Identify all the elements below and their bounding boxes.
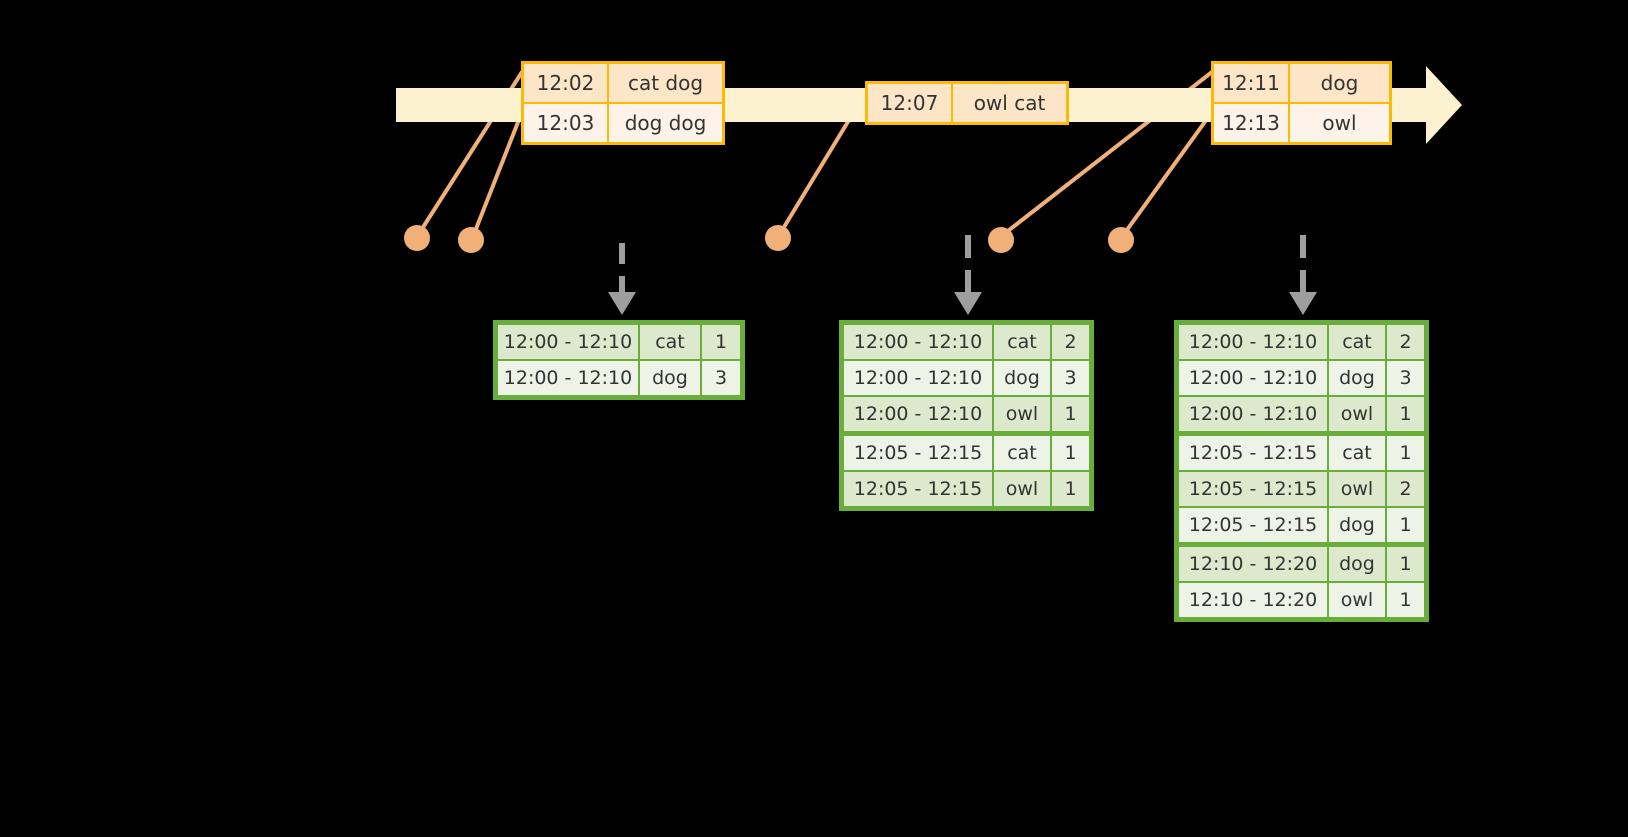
event-words: owl cat [953, 84, 1066, 122]
event-time: 12:11 [1214, 64, 1290, 102]
event-row: 12:02 cat dog [524, 64, 722, 102]
event-marker-5 [1108, 227, 1134, 253]
event-words: owl [1290, 104, 1389, 142]
event-row: 12:03 dog dog [524, 102, 722, 142]
event-time: 12:07 [868, 84, 953, 122]
key-cell: cat [640, 325, 700, 359]
count-cell: 3 [1387, 361, 1424, 395]
event-time: 12:02 [524, 64, 609, 102]
window-cell: 12:00 - 12:10 [498, 325, 638, 359]
window-cell: 12:10 - 12:20 [1179, 547, 1327, 581]
event-marker-4 [988, 227, 1014, 253]
window-cell: 12:00 - 12:10 [1179, 325, 1327, 359]
count-cell: 3 [702, 361, 740, 395]
event-box-1: 12:02 cat dog 12:03 dog dog [521, 61, 725, 145]
key-cell: owl [1329, 472, 1385, 506]
key-cell: dog [994, 361, 1050, 395]
key-cell: dog [1329, 361, 1385, 395]
window-cell: 12:00 - 12:10 [844, 325, 992, 359]
key-cell: owl [994, 397, 1050, 431]
event-marker-3 [765, 225, 791, 251]
count-cell: 1 [1052, 397, 1089, 431]
event-row: 12:11 dog [1214, 64, 1389, 102]
window-cell: 12:00 - 12:10 [844, 397, 992, 431]
window-cell: 12:05 - 12:15 [1179, 472, 1327, 506]
dashed-arrow-head-2 [954, 292, 982, 315]
count-cell: 3 [1052, 361, 1089, 395]
event-box-3: 12:11 dog 12:13 owl [1211, 61, 1392, 145]
key-cell: dog [1329, 508, 1385, 542]
connector-line-5 [1122, 110, 1214, 236]
count-cell: 1 [1387, 436, 1424, 470]
key-cell: owl [994, 472, 1050, 506]
event-row: 12:13 owl [1214, 102, 1389, 142]
key-cell: owl [1329, 583, 1385, 617]
event-marker-2 [458, 227, 484, 253]
count-cell: 1 [1387, 547, 1424, 581]
event-time: 12:13 [1214, 104, 1290, 142]
count-cell: 1 [1387, 397, 1424, 431]
event-box-2: 12:07 owl cat [865, 81, 1069, 125]
event-words: dog [1290, 64, 1389, 102]
event-row: 12:07 owl cat [868, 84, 1066, 122]
key-cell: cat [1329, 325, 1385, 359]
timeline-arrow-head [1426, 66, 1462, 144]
dashed-arrow-head-3 [1289, 292, 1317, 315]
count-cell: 2 [1052, 325, 1089, 359]
key-cell: cat [1329, 436, 1385, 470]
window-cell: 12:10 - 12:20 [1179, 583, 1327, 617]
key-cell: owl [1329, 397, 1385, 431]
count-cell: 2 [1387, 325, 1424, 359]
event-words: cat dog [609, 64, 722, 102]
count-cell: 1 [1387, 508, 1424, 542]
event-marker-1 [404, 225, 430, 251]
window-cell: 12:00 - 12:10 [844, 361, 992, 395]
window-cell: 12:05 - 12:15 [844, 472, 992, 506]
window-cell: 12:05 - 12:15 [844, 436, 992, 470]
key-cell: dog [640, 361, 700, 395]
count-cell: 1 [702, 325, 740, 359]
window-cell: 12:05 - 12:15 [1179, 508, 1327, 542]
window-cell: 12:05 - 12:15 [1179, 436, 1327, 470]
connector-line-2 [472, 110, 524, 236]
count-cell: 1 [1052, 472, 1089, 506]
key-cell: cat [994, 436, 1050, 470]
count-cell: 2 [1387, 472, 1424, 506]
count-cell: 1 [1387, 583, 1424, 617]
event-words: dog dog [609, 104, 722, 142]
key-cell: dog [1329, 547, 1385, 581]
key-cell: cat [994, 325, 1050, 359]
window-cell: 12:00 - 12:10 [1179, 397, 1327, 431]
window-cell: 12:00 - 12:10 [498, 361, 638, 395]
event-time: 12:03 [524, 104, 609, 142]
dashed-arrow-head-1 [608, 292, 636, 315]
count-cell: 1 [1052, 436, 1089, 470]
window-cell: 12:00 - 12:10 [1179, 361, 1327, 395]
